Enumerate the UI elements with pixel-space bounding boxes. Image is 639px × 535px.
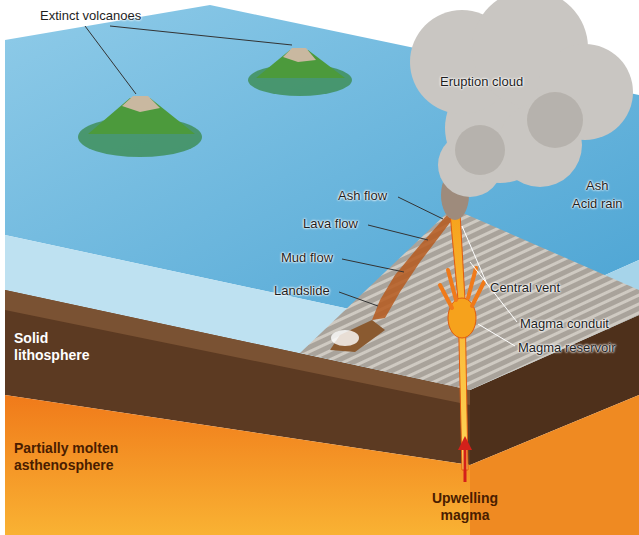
eruption-cloud: [410, 0, 633, 220]
asthenosphere-layer: [470, 395, 639, 535]
leader-line: [478, 324, 515, 346]
callout-label: Ash flow: [338, 188, 387, 204]
hazard-label: Acid rain: [572, 196, 623, 212]
asthenosphere-layer: [5, 395, 470, 535]
landslide-deposit: [330, 320, 385, 352]
hazard-label: Ash: [586, 178, 608, 194]
layer-label: Solid lithosphere: [14, 330, 114, 364]
magma-dike: [440, 268, 484, 308]
layer-label: Partially molten asthenosphere: [14, 440, 154, 474]
arrow-head: [458, 436, 472, 450]
leader-line: [110, 26, 292, 45]
callout-label: Mud flow: [281, 250, 333, 266]
volcano-cone: [300, 213, 639, 390]
cloud-shading: [455, 92, 583, 175]
cloud-label: Eruption cloud: [440, 74, 523, 90]
callout-label: Landslide: [274, 283, 330, 299]
island-peak: [283, 48, 316, 62]
leader-line: [398, 197, 443, 219]
callout-label: Magma reservoir: [518, 340, 616, 356]
leader-line: [85, 26, 136, 94]
leader-line: [368, 225, 428, 240]
splash: [331, 330, 359, 346]
callout-label: Magma conduit: [520, 316, 609, 332]
callout-label: Central vent: [490, 280, 560, 296]
layer-label: Upwelling magma: [415, 490, 515, 524]
island-peak: [122, 96, 160, 112]
callout-label: Extinct volcanoes: [40, 8, 141, 24]
magma-conduit: [450, 213, 468, 470]
leader-line: [462, 226, 487, 284]
callout-label: Lava flow: [303, 216, 358, 232]
leader-line: [339, 292, 378, 306]
upwelling-arrow: [464, 448, 467, 482]
leader-line: [342, 259, 404, 272]
